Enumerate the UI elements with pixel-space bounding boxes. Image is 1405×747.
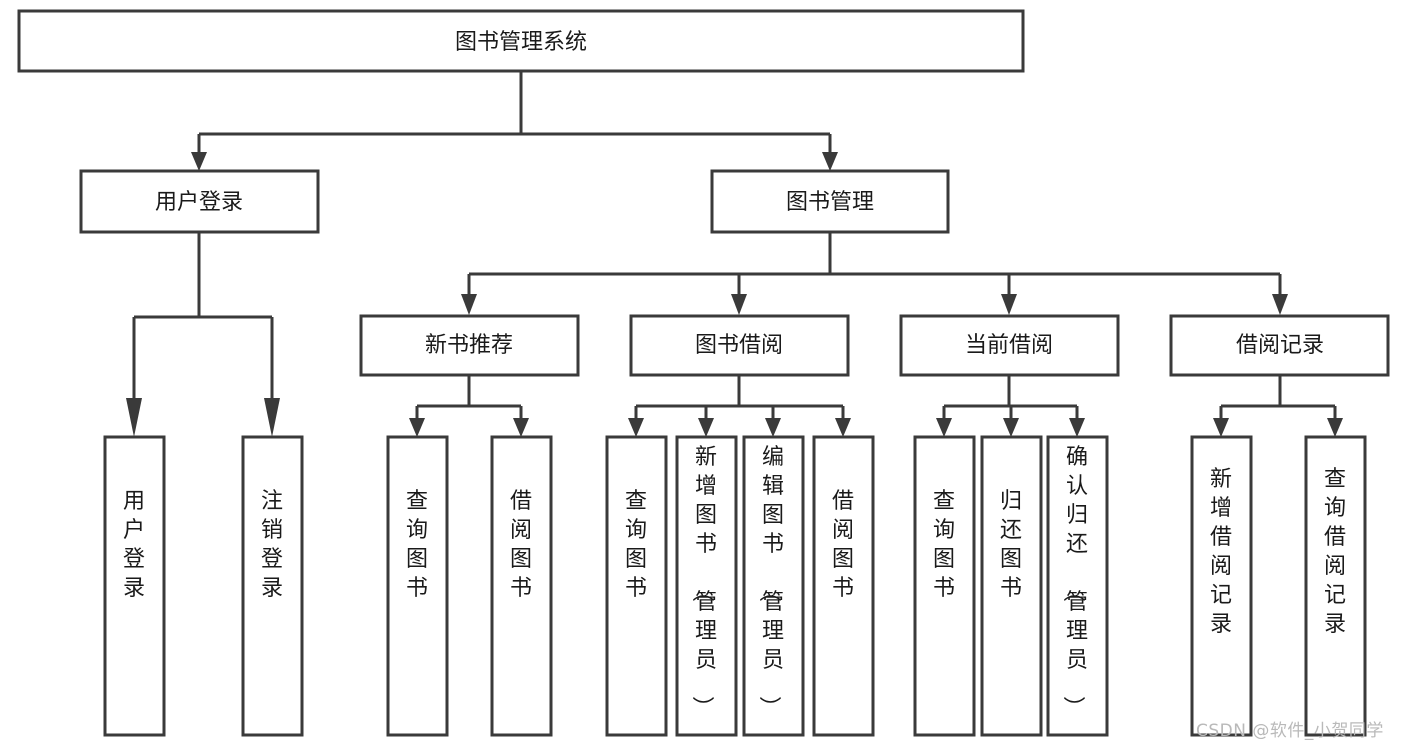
node-leaf-query-book-2-label: 查询图书 xyxy=(625,489,647,601)
node-leaf-logout-box[interactable] xyxy=(241,435,304,737)
node-book-borrow[interactable]: 图书借阅 xyxy=(629,314,850,377)
node-leaf-query-book-1-label: 查询图书 xyxy=(406,489,428,601)
node-leaf-edit-book-label: 编辑图书（管理员） xyxy=(756,445,784,718)
node-user-login-box[interactable] xyxy=(79,169,320,234)
arrowhead-leaf-borrow-book-2 xyxy=(835,418,851,437)
arrowhead-leaf-query-book-2 xyxy=(628,418,644,437)
arrowhead-leaf-query-record xyxy=(1327,418,1343,437)
node-book-management-label: 图书管理 xyxy=(786,190,874,215)
node-leaf-user-login-box[interactable] xyxy=(103,435,166,737)
arrowhead-leaf-confirm-return xyxy=(1069,418,1085,437)
node-leaf-query-record-box[interactable] xyxy=(1304,435,1367,737)
node-leaf-query-book-3[interactable]: 查询图书 xyxy=(913,435,976,737)
node-leaf-query-book-1-box[interactable] xyxy=(386,435,449,737)
node-leaf-logout[interactable]: 注销登录 xyxy=(241,435,304,737)
node-book-borrow-label: 图书借阅 xyxy=(695,333,783,358)
node-leaf-query-record[interactable]: 查询借阅记录 xyxy=(1304,435,1367,737)
node-leaf-return-book-label: 归还图书 xyxy=(1000,489,1022,601)
node-leaf-add-book[interactable]: 新增图书（管理员） xyxy=(675,435,738,737)
node-root[interactable]: 图书管理系统 xyxy=(17,9,1025,73)
node-borrow-record[interactable]: 借阅记录 xyxy=(1169,314,1390,377)
node-borrow-record-label: 借阅记录 xyxy=(1236,333,1324,358)
node-root-label: 图书管理系统 xyxy=(455,30,587,55)
node-leaf-add-record-box[interactable] xyxy=(1190,435,1253,737)
node-leaf-logout-label: 注销登录 xyxy=(261,489,283,601)
node-leaf-borrow-book-2[interactable]: 借阅图书 xyxy=(812,435,875,737)
node-root-box[interactable] xyxy=(17,9,1025,73)
node-leaf-borrow-book-2-box[interactable] xyxy=(812,435,875,737)
node-leaf-confirm-return-label: 确认归还（管理员） xyxy=(1060,445,1088,718)
node-current-borrow-box[interactable] xyxy=(899,314,1120,377)
node-leaf-query-record-label: 查询借阅记录 xyxy=(1324,467,1346,637)
connector-layer xyxy=(126,71,1343,437)
node-leaf-borrow-book-1[interactable]: 借阅图书 xyxy=(490,435,553,737)
arrowhead-leaf-borrow-book-1 xyxy=(513,418,529,437)
node-leaf-add-record-label: 新增借阅记录 xyxy=(1210,467,1232,637)
arrowhead-book-borrow xyxy=(731,294,747,315)
node-new-book-recommend-box[interactable] xyxy=(359,314,580,377)
node-new-book-recommend-label: 新书推荐 xyxy=(425,333,513,358)
node-book-borrow-box[interactable] xyxy=(629,314,850,377)
arrowhead-book-management xyxy=(822,152,838,171)
node-leaf-borrow-book-2-label: 借阅图书 xyxy=(832,489,854,601)
arrowhead-borrow-record xyxy=(1272,294,1288,315)
node-book-management-box[interactable] xyxy=(710,169,950,234)
node-leaf-query-book-3-box[interactable] xyxy=(913,435,976,737)
node-book-management[interactable]: 图书管理 xyxy=(710,169,950,234)
node-leaf-borrow-book-1-box[interactable] xyxy=(490,435,553,737)
node-new-book-recommend[interactable]: 新书推荐 xyxy=(359,314,580,377)
node-current-borrow[interactable]: 当前借阅 xyxy=(899,314,1120,377)
node-leaf-borrow-book-1-label: 借阅图书 xyxy=(510,489,532,601)
arrowhead-leaf-edit-book xyxy=(765,418,781,437)
node-leaf-query-book-2-box[interactable] xyxy=(605,435,668,737)
node-leaf-add-record[interactable]: 新增借阅记录 xyxy=(1190,435,1253,737)
node-leaf-query-book-1[interactable]: 查询图书 xyxy=(386,435,449,737)
node-leaf-edit-book[interactable]: 编辑图书（管理员） xyxy=(742,435,805,737)
node-current-borrow-label: 当前借阅 xyxy=(965,333,1053,358)
arrowhead-leaf-add-book xyxy=(698,418,714,437)
node-borrow-record-box[interactable] xyxy=(1169,314,1390,377)
node-leaf-add-book-box[interactable] xyxy=(675,435,738,737)
node-user-login[interactable]: 用户登录 xyxy=(79,169,320,234)
node-leaf-confirm-return[interactable]: 确认归还（管理员） xyxy=(1046,435,1109,737)
arrowhead-current-borrow xyxy=(1001,294,1017,315)
node-leaf-edit-book-box[interactable] xyxy=(742,435,805,737)
arrowhead-leaf-query-book-3 xyxy=(936,418,952,437)
arrowhead-leaf-return-book xyxy=(1003,418,1019,437)
arrowhead-user-login xyxy=(191,152,207,171)
node-leaf-query-book-2[interactable]: 查询图书 xyxy=(605,435,668,737)
node-leaf-return-book-box[interactable] xyxy=(980,435,1043,737)
node-leaf-return-book[interactable]: 归还图书 xyxy=(980,435,1043,737)
node-leaf-confirm-return-box[interactable] xyxy=(1046,435,1109,737)
arrowhead-leaf-logout xyxy=(264,398,280,437)
node-leaf-query-book-3-label: 查询图书 xyxy=(933,489,955,601)
node-leaf-user-login[interactable]: 用户登录 xyxy=(103,435,166,737)
node-user-login-label: 用户登录 xyxy=(155,190,243,215)
arrowhead-leaf-user-login xyxy=(126,398,142,437)
arrowhead-leaf-add-record xyxy=(1213,418,1229,437)
node-leaf-add-book-label: 新增图书（管理员） xyxy=(689,445,717,718)
node-leaf-user-login-label: 用户登录 xyxy=(123,489,145,601)
arrowhead-new-book-recommend xyxy=(461,294,477,315)
arrowhead-leaf-query-book-1 xyxy=(409,418,425,437)
